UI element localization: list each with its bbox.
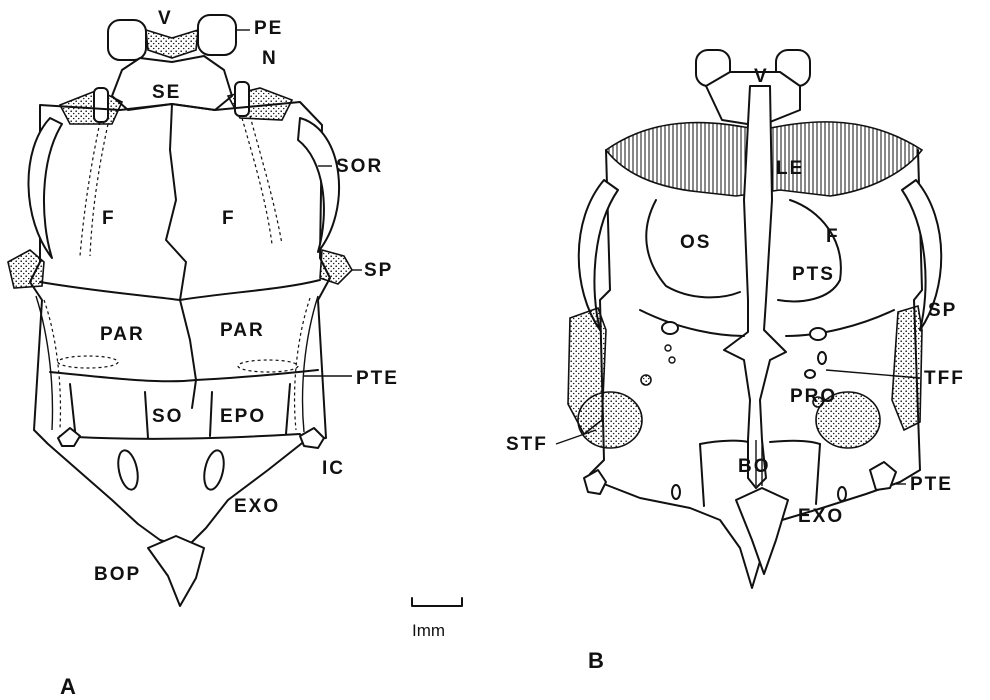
sor-left (28, 118, 62, 258)
stf-left (578, 392, 642, 448)
pit-1 (665, 345, 671, 351)
label-b-exo: EXO (798, 506, 844, 527)
canal-right-2 (250, 116, 282, 244)
epo-right-edge (286, 384, 290, 434)
label-b-v: V (754, 66, 769, 87)
canal-left (80, 122, 100, 256)
label-a-par-right: PAR (220, 320, 265, 341)
label-a-pe: PE (254, 18, 283, 39)
scale-bar (412, 598, 462, 606)
label-b-stf: STF (506, 434, 548, 455)
skull-outline-a (30, 102, 330, 548)
label-a-sor: SOR (336, 156, 383, 177)
label-b-bo: BO (738, 456, 771, 477)
label-b-tff: TFF (924, 368, 965, 389)
sp-right (320, 250, 352, 284)
foramen-2 (810, 328, 826, 340)
label-a-ic: IC (322, 458, 345, 479)
label-b-pts: PTS (792, 264, 835, 285)
pe-bone-left (108, 20, 146, 60)
label-b-sp: SP (928, 300, 957, 321)
parietal-suture (180, 300, 196, 408)
pts-outline (778, 200, 841, 301)
vomer-stipple (146, 30, 198, 58)
label-b-os: OS (680, 232, 711, 253)
scale-bar-line (412, 598, 462, 606)
pit-3 (641, 375, 651, 385)
label-a-bop: BOP (94, 564, 141, 585)
sp-left (8, 250, 44, 288)
label-a-par-left: PAR (100, 324, 145, 345)
bo-right-edge (816, 444, 820, 504)
b-sp-right (892, 306, 922, 430)
tff-2 (805, 370, 815, 378)
exo-upper (60, 434, 300, 439)
pit-2 (669, 357, 675, 363)
tff-1 (818, 352, 826, 364)
so-left-edge (145, 392, 148, 438)
label-a-so: SO (152, 406, 183, 427)
so-right-edge (210, 392, 212, 436)
n-bone-right (235, 82, 249, 116)
label-a-exo: EXO (234, 496, 280, 517)
parietal-lower (50, 370, 318, 381)
label-a-se: SE (152, 82, 181, 103)
panel-a-letter: A (60, 674, 76, 699)
b-mid-right (786, 310, 894, 336)
exo-foramen-right (201, 449, 227, 492)
sor-right (298, 118, 339, 252)
label-a-v: V (158, 8, 173, 29)
scale-bar-label: Imm (412, 621, 445, 640)
exo-foramen-left (115, 449, 141, 492)
canal-left-2 (90, 124, 108, 256)
frontal-suture (166, 104, 186, 300)
bo-left (700, 441, 748, 444)
b-hook-left (584, 470, 606, 494)
exo-foramen-b-right (838, 487, 846, 501)
pe-bone-right (198, 15, 236, 55)
bop-bone (148, 536, 204, 606)
label-a-epo: EPO (220, 406, 266, 427)
bo-right (770, 441, 820, 444)
label-a-n: N (262, 48, 278, 69)
label-b-f: F (826, 226, 840, 247)
label-a-f-right: F (222, 208, 236, 229)
bo-left-edge (700, 444, 704, 506)
label-a-pte: PTE (356, 368, 399, 389)
b-mid-left (640, 310, 744, 336)
panel-a-drawing (8, 15, 352, 606)
foramen-1 (662, 322, 678, 334)
label-a-sp: SP (364, 260, 393, 281)
label-b-pte: PTE (910, 474, 953, 495)
par-canal-right (238, 360, 298, 372)
ic-left (58, 428, 80, 446)
exo-foramen-b-left (672, 485, 680, 499)
label-b-le: LE (776, 158, 804, 179)
par-canal-left (58, 356, 118, 368)
label-b-pro: PRO (790, 386, 837, 407)
label-a-f-left: F (102, 208, 116, 229)
panel-b-drawing (568, 50, 941, 588)
n-bone-left (94, 88, 108, 122)
panel-b-letter: B (588, 648, 604, 673)
